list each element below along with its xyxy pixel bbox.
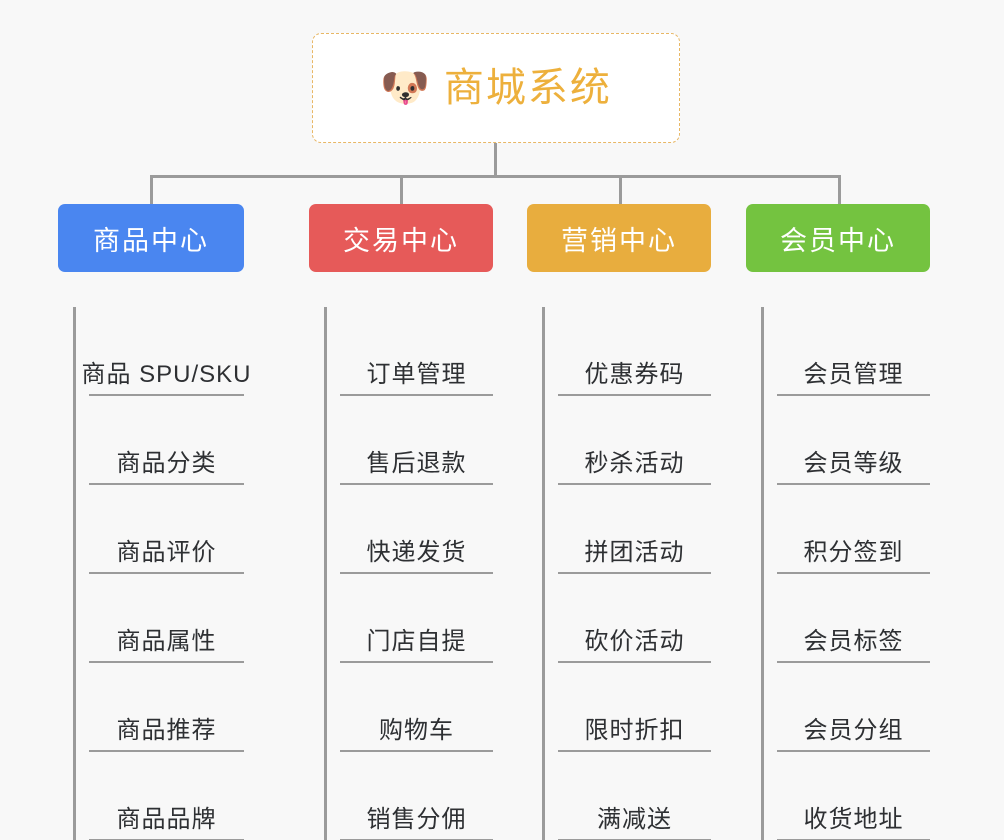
root-stem-connector bbox=[494, 143, 497, 177]
list-item[interactable]: 购物车 bbox=[340, 663, 493, 752]
list-item-label: 门店自提 bbox=[366, 628, 467, 655]
category-items-1: 商品 SPU/SKU 商品分类 商品评价 商品属性 商品推荐 商品品牌 bbox=[73, 307, 251, 840]
list-item[interactable]: 优惠券码 bbox=[558, 307, 711, 396]
list-item[interactable]: 商品评价 bbox=[89, 485, 244, 574]
list-item[interactable]: 收货地址 bbox=[777, 752, 930, 840]
list-item[interactable]: 积分签到 bbox=[777, 485, 930, 574]
list-item-label: 商品分类 bbox=[116, 450, 217, 477]
list-item[interactable]: 会员标签 bbox=[777, 574, 930, 663]
list-item[interactable]: 拼团活动 bbox=[558, 485, 711, 574]
list-item-label: 会员标签 bbox=[803, 628, 904, 655]
list-item-label: 商品评价 bbox=[116, 539, 217, 566]
root-node[interactable]: 🐶 商城系统 bbox=[312, 33, 680, 143]
category-column-2: 交易中心 订单管理 售后退款 快递发货 门店自提 购物车 销售分佣 bbox=[309, 204, 493, 840]
list-item-label: 会员等级 bbox=[803, 450, 904, 477]
category-items-3: 优惠券码 秒杀活动 拼团活动 砍价活动 限时折扣 满减送 bbox=[542, 307, 711, 840]
list-item-label: 快递发货 bbox=[366, 539, 467, 566]
list-item[interactable]: 砍价活动 bbox=[558, 574, 711, 663]
list-item-label: 商品属性 bbox=[116, 628, 217, 655]
list-item[interactable]: 会员管理 bbox=[777, 307, 930, 396]
list-item[interactable]: 会员分组 bbox=[777, 663, 930, 752]
category-header-label: 商品中心 bbox=[93, 225, 209, 256]
list-item[interactable]: 快递发货 bbox=[340, 485, 493, 574]
list-item-label: 限时折扣 bbox=[584, 717, 685, 744]
list-item-label: 秒杀活动 bbox=[584, 450, 685, 477]
list-item-label: 商品品牌 bbox=[116, 806, 217, 833]
list-item[interactable]: 订单管理 bbox=[340, 307, 493, 396]
list-item-label: 售后退款 bbox=[366, 450, 467, 477]
list-item-label: 砍价活动 bbox=[584, 628, 685, 655]
list-item[interactable]: 限时折扣 bbox=[558, 663, 711, 752]
category-header-label: 交易中心 bbox=[343, 225, 459, 256]
list-item[interactable]: 满减送 bbox=[558, 752, 711, 840]
category-column-1: 商品中心 商品 SPU/SKU 商品分类 商品评价 商品属性 商品推荐 商品品牌 bbox=[58, 204, 251, 840]
category-column-3: 营销中心 优惠券码 秒杀活动 拼团活动 砍价活动 限时折扣 满减送 bbox=[527, 204, 711, 840]
list-item[interactable]: 销售分佣 bbox=[340, 752, 493, 840]
list-item-label: 满减送 bbox=[597, 806, 672, 833]
branch-drop-connector-1 bbox=[150, 175, 153, 206]
list-item-label: 优惠券码 bbox=[584, 361, 685, 388]
category-items-4: 会员管理 会员等级 积分签到 会员标签 会员分组 收货地址 bbox=[761, 307, 930, 840]
list-item[interactable]: 商品分类 bbox=[89, 396, 244, 485]
list-item[interactable]: 商品属性 bbox=[89, 574, 244, 663]
list-item-label: 销售分佣 bbox=[366, 806, 467, 833]
list-item[interactable]: 商品推荐 bbox=[89, 663, 244, 752]
category-header-3[interactable]: 营销中心 bbox=[527, 204, 711, 272]
branch-bus-connector bbox=[150, 175, 840, 178]
category-header-label: 营销中心 bbox=[561, 225, 677, 256]
list-item-label: 会员分组 bbox=[803, 717, 904, 744]
root-title: 商城系统 bbox=[443, 66, 612, 110]
list-item-label: 拼团活动 bbox=[584, 539, 685, 566]
category-header-4[interactable]: 会员中心 bbox=[746, 204, 930, 272]
list-item[interactable]: 售后退款 bbox=[340, 396, 493, 485]
branch-drop-connector-4 bbox=[838, 175, 841, 206]
list-item-label: 商品 SPU/SKU bbox=[81, 361, 252, 388]
list-item[interactable]: 会员等级 bbox=[777, 396, 930, 485]
category-header-2[interactable]: 交易中心 bbox=[309, 204, 493, 272]
category-header-1[interactable]: 商品中心 bbox=[58, 204, 244, 272]
list-item-label: 购物车 bbox=[379, 717, 454, 744]
list-item[interactable]: 商品 SPU/SKU bbox=[81, 307, 251, 396]
list-item[interactable]: 商品品牌 bbox=[89, 752, 244, 840]
category-column-4: 会员中心 会员管理 会员等级 积分签到 会员标签 会员分组 收货地址 bbox=[746, 204, 930, 840]
list-item-label: 订单管理 bbox=[366, 361, 467, 388]
list-item-label: 积分签到 bbox=[803, 539, 904, 566]
list-item-label: 收货地址 bbox=[803, 806, 904, 833]
list-item[interactable]: 门店自提 bbox=[340, 574, 493, 663]
list-item-label: 会员管理 bbox=[803, 361, 904, 388]
branch-drop-connector-2 bbox=[400, 175, 403, 206]
category-header-label: 会员中心 bbox=[780, 225, 896, 256]
dog-face-icon: 🐶 bbox=[380, 66, 430, 110]
list-item[interactable]: 秒杀活动 bbox=[558, 396, 711, 485]
category-items-2: 订单管理 售后退款 快递发货 门店自提 购物车 销售分佣 bbox=[324, 307, 493, 840]
branch-drop-connector-3 bbox=[619, 175, 622, 206]
list-item-label: 商品推荐 bbox=[116, 717, 217, 744]
